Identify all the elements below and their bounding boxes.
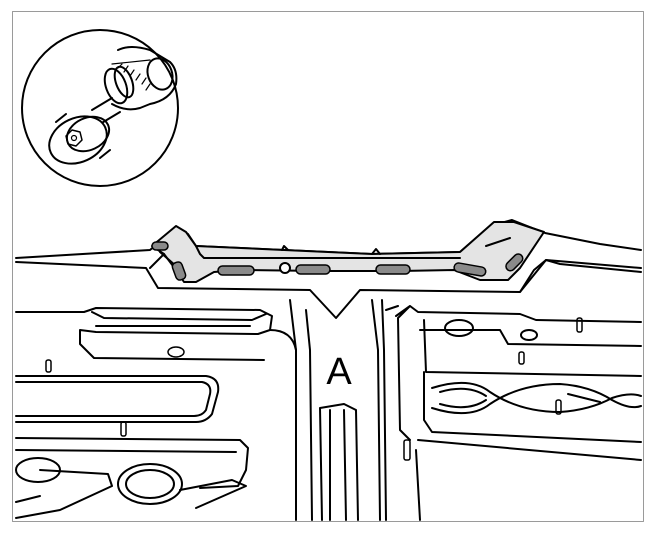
locating-pin [576,317,583,333]
left-lower-rib [15,479,247,509]
clip-flange-inner [113,65,135,99]
left-oval-hole [125,469,175,499]
seal-strip [375,264,411,275]
locating-pins-right [403,317,583,461]
clip-head-side [55,113,111,159]
crossmember-line [15,259,642,319]
seal-strip [151,241,169,251]
locating-pin [403,439,411,461]
crossmember-back-line [149,253,642,293]
seal-strips [151,241,524,281]
hex-socket-icon [65,129,83,147]
panel-notches [281,245,381,255]
locating-boss [167,346,185,358]
locating-pin [120,421,127,437]
right-upper-panel [395,305,642,441]
seal-strip [217,265,255,276]
panel-inner-edge [159,237,511,267]
locating-pin [555,399,562,415]
callout-label: A [326,351,352,393]
detail-inset [21,29,179,187]
left-oval-hole [117,463,183,505]
clip-head [48,115,108,165]
panel-hole [279,262,291,274]
seal-strip [295,264,331,275]
right-edge-line [415,449,421,521]
fastener-clip-detail-icon [111,46,178,111]
locating-pins-left [45,346,185,437]
seal-strip [505,253,524,272]
right-boss [444,319,474,337]
seal-strip [453,262,487,277]
locating-pin [518,351,525,365]
right-small-hole [520,329,538,341]
left-shelf [15,307,273,361]
clip-flange [103,67,129,105]
locating-pin [45,359,52,373]
center-tunnel-curve [269,305,399,351]
left-bottom-structure [15,437,249,519]
right-x-rib [431,381,642,415]
clip-barrel-end [146,57,174,91]
left-deck [15,375,220,423]
right-lower-panel [417,371,642,461]
clip-shaft [91,97,121,125]
seal-strip [171,261,187,281]
left-oval-hole [15,457,61,483]
hex-socket-center [70,134,78,142]
